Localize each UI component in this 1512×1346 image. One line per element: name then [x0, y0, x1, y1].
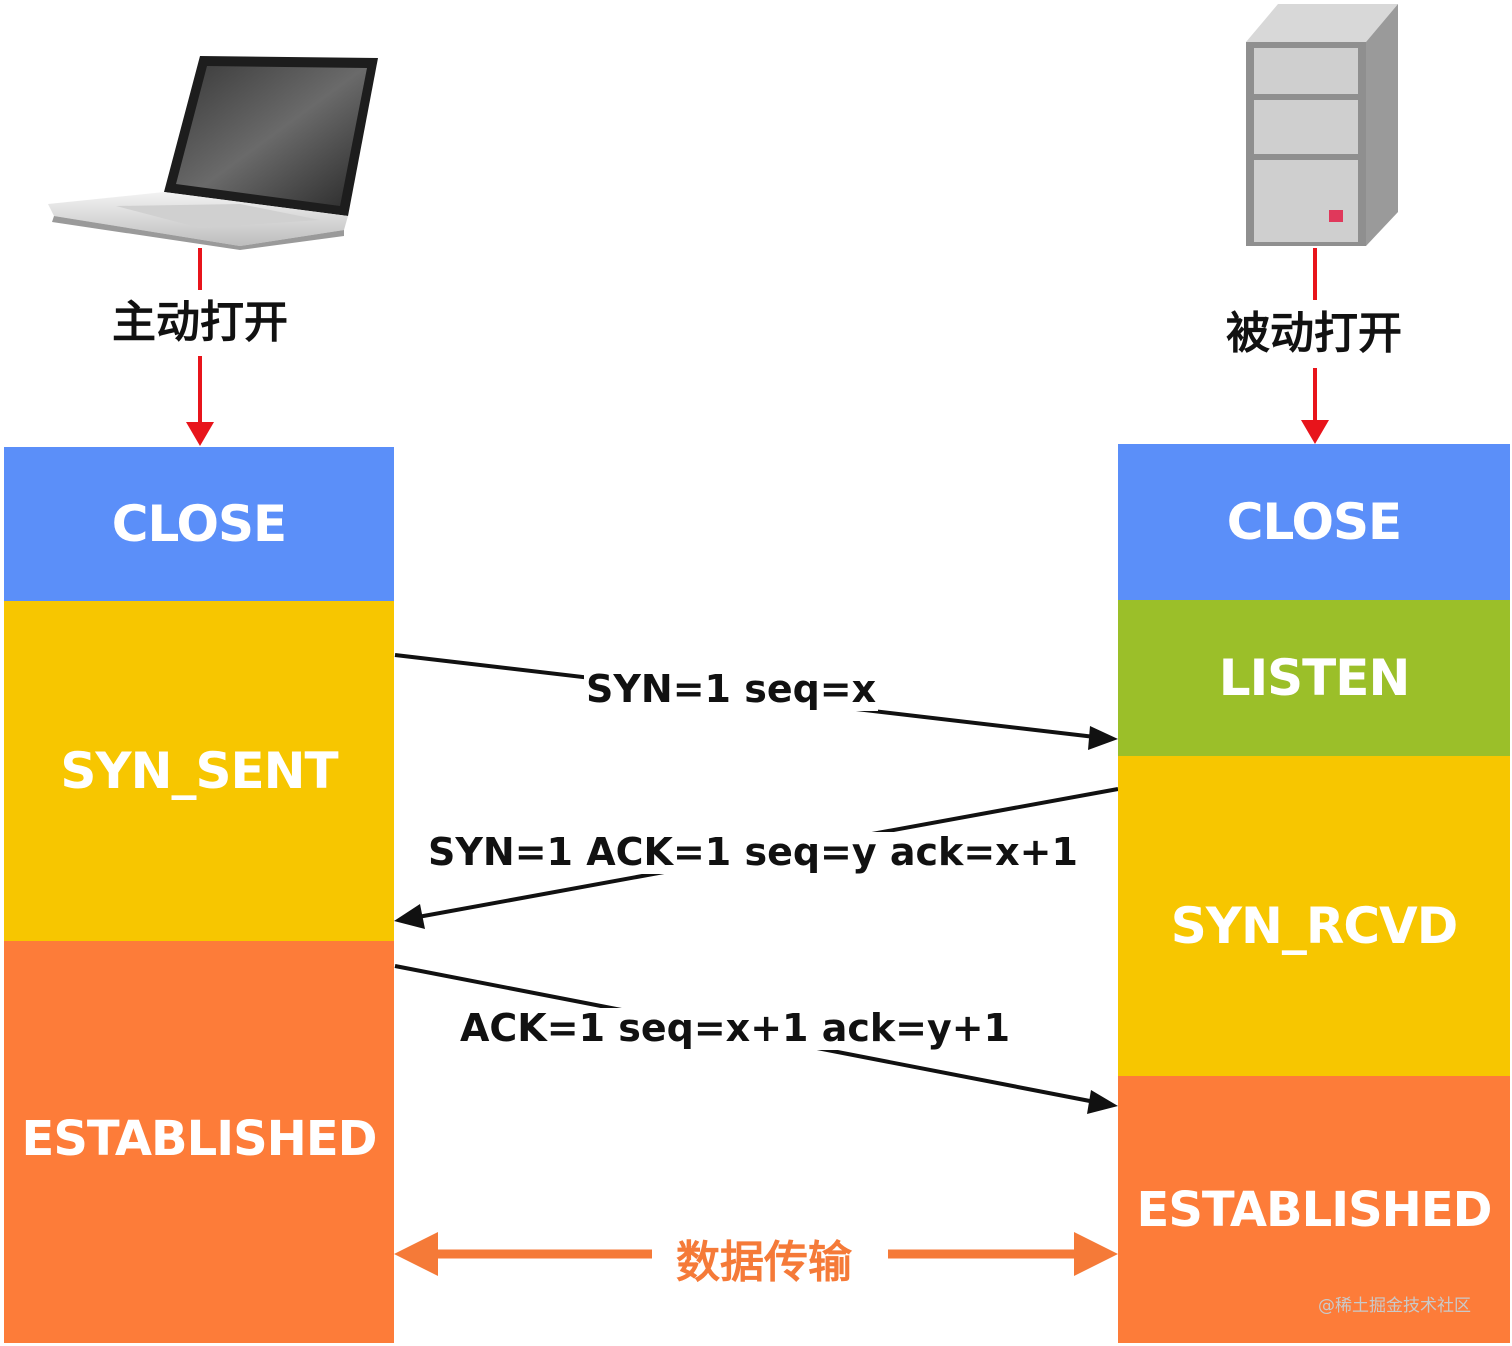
client-open-arrow [186, 248, 214, 446]
message-2-label: SYN=1 ACK=1 seq=y ack=x+1 [426, 830, 1080, 874]
client-state-syn-sent: SYN_SENT [4, 601, 394, 941]
watermark: @稀土掘金技术社区 [1318, 1296, 1471, 1316]
message-1-label: SYN=1 seq=x [584, 667, 879, 711]
server-state-close: CLOSE [1118, 444, 1510, 600]
client-state-established: ESTABLISHED [4, 941, 394, 1343]
data-transfer-label: 数据传输 [676, 1237, 852, 1288]
data-transfer-arrow [394, 1232, 1118, 1276]
client-state-close: CLOSE [4, 447, 394, 601]
server-state-established: ESTABLISHED [1118, 1076, 1510, 1343]
server-state-listen: LISTEN [1118, 600, 1510, 756]
laptop-icon [48, 56, 378, 250]
server-open-label: 被动打开 [1210, 302, 1418, 366]
client-open-label: 主动打开 [96, 292, 304, 354]
server-state-syn-rcvd: SYN_RCVD [1118, 756, 1510, 1076]
server-tower-icon [1246, 4, 1398, 246]
message-3-label: ACK=1 seq=x+1 ack=y+1 [458, 1006, 1013, 1050]
server-open-arrow [1301, 248, 1329, 444]
